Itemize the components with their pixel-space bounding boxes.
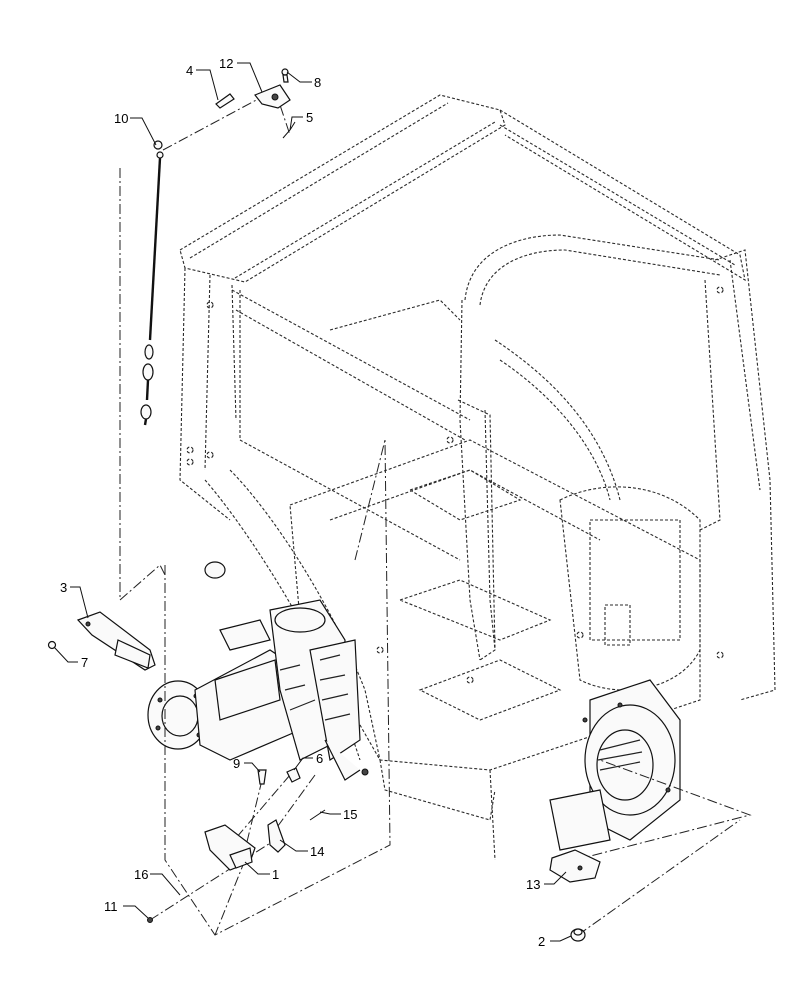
callout-5: 5 xyxy=(306,110,313,125)
callout-7: 7 xyxy=(81,655,88,670)
bracket-part-1 xyxy=(204,824,256,871)
callout-labels: 1 2 3 4 5 6 7 8 9 10 11 12 13 14 15 16 xyxy=(60,56,545,949)
bolt-part-9 xyxy=(257,769,267,785)
callout-12: 12 xyxy=(219,56,233,71)
callout-11: 11 xyxy=(104,899,118,914)
pin-part-11 xyxy=(147,917,153,923)
assembly-centerlines xyxy=(119,89,752,936)
bracket-part-12 xyxy=(254,84,291,109)
callout-3: 3 xyxy=(60,580,67,595)
bracket-part-13 xyxy=(549,849,601,883)
callout-4: 4 xyxy=(186,63,193,78)
callout-13: 13 xyxy=(526,877,540,892)
hydrostatic-pump-assembly xyxy=(147,561,369,781)
callout-1: 1 xyxy=(272,867,279,882)
latch-part-14 xyxy=(267,819,286,853)
callout-9: 9 xyxy=(233,756,240,771)
pin-part-15 xyxy=(309,809,326,821)
cable-part-10 xyxy=(140,140,164,426)
callout-10: 10 xyxy=(114,111,128,126)
bolt-part-8 xyxy=(281,68,289,83)
lever-part-3 xyxy=(76,611,156,671)
bushing-part-2 xyxy=(570,928,586,942)
cab-frame xyxy=(179,94,776,861)
callout-16: 16 xyxy=(134,867,148,882)
pin-part-4 xyxy=(215,93,235,109)
nut-part-7 xyxy=(47,640,57,650)
callout-2: 2 xyxy=(538,934,545,949)
right-drive-assembly xyxy=(549,679,681,851)
callout-8: 8 xyxy=(314,75,321,90)
callout-6: 6 xyxy=(316,751,323,766)
leader-lines xyxy=(53,62,572,942)
bolt-part-6 xyxy=(286,767,301,783)
callout-15: 15 xyxy=(343,807,357,822)
callout-14: 14 xyxy=(310,844,324,859)
spring-pin-part-5 xyxy=(282,121,296,139)
